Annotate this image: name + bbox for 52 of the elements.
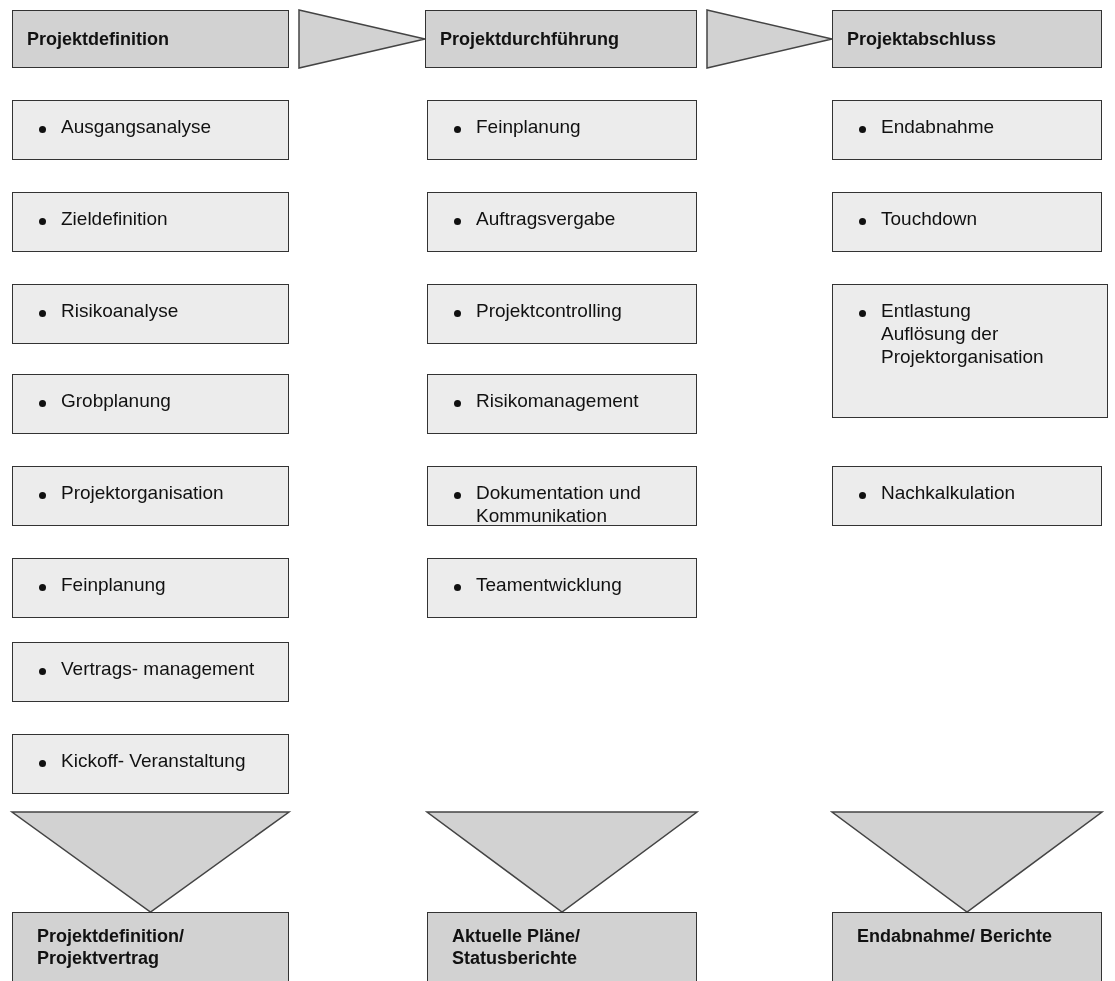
result-box bbox=[832, 912, 1102, 981]
task-box bbox=[427, 284, 697, 344]
chevron-arrow bbox=[9, 811, 292, 913]
task-text: Feinplanung bbox=[61, 573, 167, 596]
task-text: Teamentwicklung bbox=[476, 573, 623, 596]
task-text: Ausgangsanalyse bbox=[61, 115, 212, 138]
task-text: Dokumentation und Kommunikation bbox=[476, 481, 642, 527]
task-text: Grobplanung bbox=[61, 389, 172, 412]
task-text: Entlastung bbox=[881, 299, 972, 322]
task-box bbox=[832, 466, 1102, 526]
task-box bbox=[427, 558, 697, 618]
task-box bbox=[832, 100, 1102, 160]
task-text: Endabnahme bbox=[881, 115, 996, 138]
task-text: Feinplanung bbox=[476, 115, 582, 138]
chevron-arrow bbox=[829, 811, 1105, 913]
task-box bbox=[427, 374, 697, 434]
result-box bbox=[12, 912, 289, 981]
task-box bbox=[427, 100, 697, 160]
result-box bbox=[427, 912, 697, 981]
result-text: Aktuelle Pläne/ Statusberichte bbox=[452, 926, 581, 968]
task-box bbox=[12, 734, 289, 794]
chevron-arrow bbox=[298, 9, 426, 69]
task-text: Auftragsvergabe bbox=[476, 207, 617, 230]
task-text: Risikomanagement bbox=[476, 389, 640, 412]
task-text: Projektorganisation bbox=[61, 481, 225, 504]
task-box bbox=[832, 192, 1102, 252]
task-box bbox=[832, 284, 1108, 418]
task-box bbox=[12, 100, 289, 160]
phase-title: Projektdurchführung bbox=[440, 28, 619, 50]
task-box bbox=[12, 284, 289, 344]
phase-header-box bbox=[12, 10, 289, 68]
result-text: Projektdefinition/ Projektvertrag bbox=[37, 926, 184, 968]
chevron-arrow bbox=[706, 9, 833, 69]
task-box bbox=[12, 374, 289, 434]
task-text: Auflösung der Projektorganisation bbox=[881, 322, 1045, 368]
task-box bbox=[427, 466, 697, 526]
task-box bbox=[12, 558, 289, 618]
result-text: Endabnahme/ Berichte bbox=[857, 926, 1053, 946]
phase-title: Projektabschluss bbox=[847, 28, 997, 50]
task-text: Vertrags- management bbox=[61, 657, 256, 680]
task-text: Kickoff- Veranstaltung bbox=[61, 749, 247, 772]
task-box bbox=[12, 642, 289, 702]
task-box bbox=[427, 192, 697, 252]
phase-title: Projektdefinition bbox=[27, 28, 169, 50]
task-text: Nachkalkulation bbox=[881, 481, 1017, 504]
task-text: Risikoanalyse bbox=[61, 299, 180, 322]
task-text: Touchdown bbox=[881, 207, 979, 230]
task-box bbox=[12, 192, 289, 252]
chevron-arrow bbox=[424, 811, 700, 913]
task-text: Zieldefinition bbox=[61, 207, 169, 230]
task-box bbox=[12, 466, 289, 526]
task-text: Projektcontrolling bbox=[476, 299, 623, 322]
